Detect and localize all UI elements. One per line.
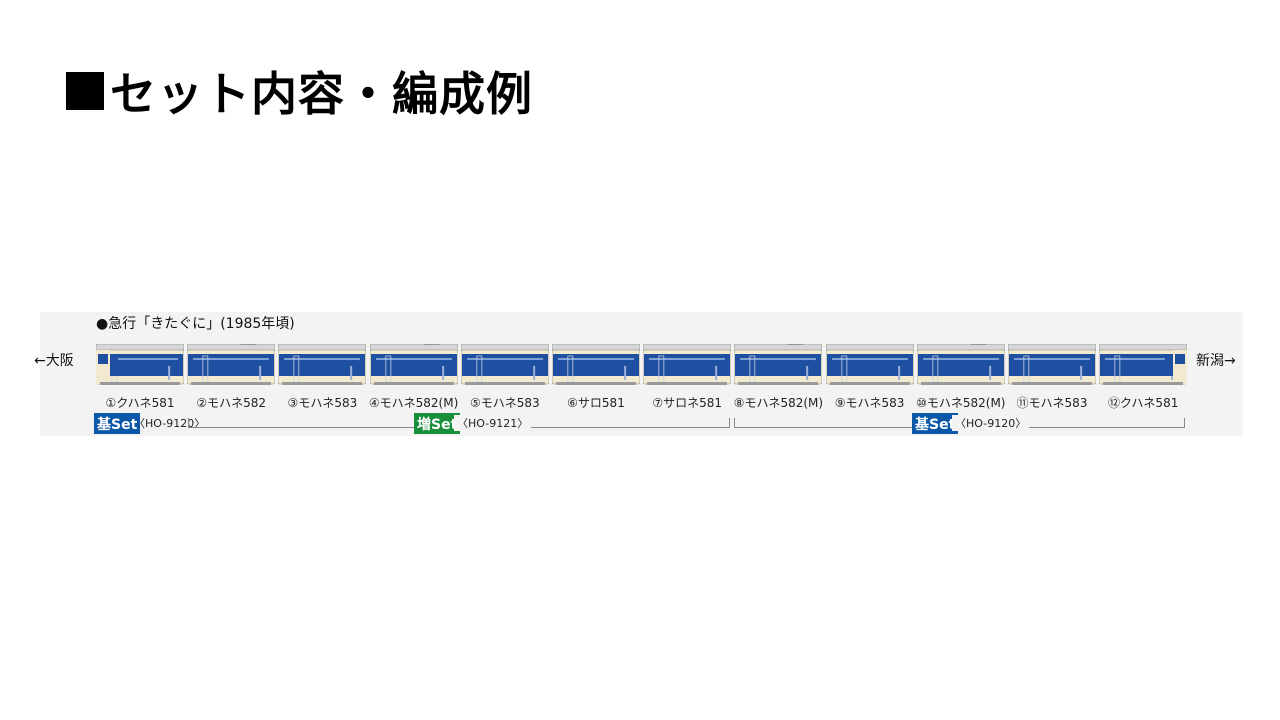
car-8 (734, 344, 823, 386)
car-5 (460, 344, 549, 386)
car-label-5: ⑤モハネ583 (469, 396, 540, 410)
set-badge-kihon-2: 基Set (912, 413, 959, 434)
car-label-1: ①クハネ581 (105, 396, 175, 410)
car-5-drawing (460, 344, 549, 385)
car-2 (187, 344, 276, 386)
car-6-drawing (552, 344, 640, 385)
car-9-drawing (825, 344, 914, 385)
car-10 (916, 344, 1005, 386)
car-label-2: ②モハネ582 (196, 396, 267, 410)
set-code-1: 〈HO-9120〉 (134, 417, 206, 430)
page-title: セット内容・編成例 (66, 56, 533, 126)
car-11 (1008, 344, 1096, 386)
car-10-drawing (916, 344, 1005, 385)
left-destination: ←大阪 (34, 353, 74, 369)
car-7-drawing (643, 344, 732, 385)
car-4 (369, 344, 458, 386)
car-1-drawing (96, 344, 184, 385)
car-1 (96, 344, 184, 386)
car-2-drawing (187, 344, 276, 385)
set-badge-zou: 増Set (414, 413, 461, 434)
car-label-11: ⑪モハネ583 (1016, 396, 1088, 410)
black-square-icon (66, 72, 104, 110)
set-badge-kihon-1: 基Set (94, 413, 141, 434)
car-4-drawing (369, 344, 458, 385)
car-12 (1099, 344, 1188, 386)
car-label-6: ⑥サロ581 (567, 396, 625, 410)
car-label-9: ⑨モハネ583 (834, 396, 905, 410)
set-code-2: 〈HO-9121〉 (454, 415, 532, 431)
car-6 (552, 344, 640, 386)
car-label-3: ③モハネ583 (287, 396, 358, 410)
right-destination: 新潟→ (1196, 353, 1236, 369)
car-label-12: ⑫クハネ581 (1108, 396, 1179, 410)
car-11-drawing (1008, 344, 1096, 385)
car-label-8: ⑧モハネ582(M) (733, 396, 824, 410)
car-9 (825, 344, 914, 386)
set-code-3: 〈HO-9120〉 (952, 415, 1030, 431)
car-7 (643, 344, 732, 386)
car-label-10: ⑩モハネ582(M) (916, 396, 1006, 410)
car-label-7: ⑦サロネ581 (652, 396, 723, 410)
car-12-drawing (1099, 344, 1188, 385)
car-8-drawing (734, 344, 823, 385)
car-3-drawing (278, 344, 367, 385)
car-3 (278, 344, 367, 386)
car-label-4: ④モハネ582(M) (368, 396, 459, 410)
page-title-text: セット内容・編成例 (110, 67, 533, 121)
formation-label: ●急行「きたぐに」(1985年頃) (96, 316, 295, 332)
